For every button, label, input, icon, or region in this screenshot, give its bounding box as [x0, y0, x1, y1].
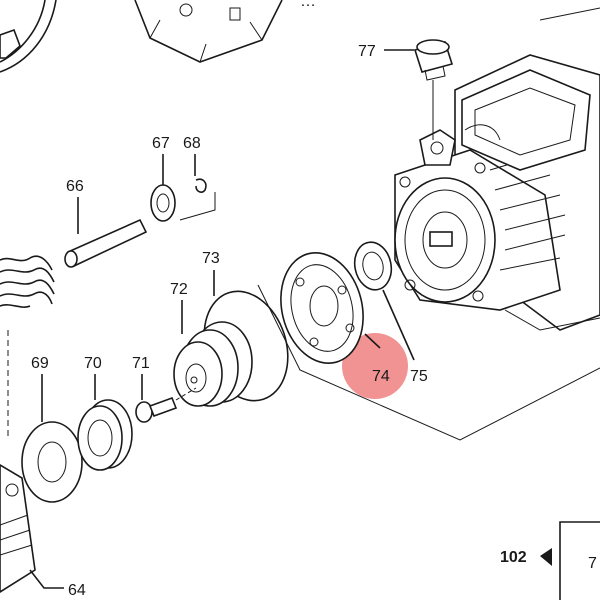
part-72-pulley: [173, 321, 253, 407]
label-69: 69: [31, 355, 49, 372]
label-77: 77: [358, 43, 376, 60]
label-68: 68: [183, 135, 201, 152]
hose-fragment: [0, 0, 57, 73]
part-64-housing: [0, 464, 36, 593]
part-67-bearing: [150, 184, 176, 222]
label-72: 72: [170, 281, 188, 298]
part-75-seal: [353, 241, 393, 291]
part-77-plug: [413, 39, 454, 140]
bracket-67-68: [179, 192, 216, 221]
part-74-bearing: [280, 252, 364, 364]
motor-housing: [394, 7, 600, 331]
label-70: 70: [84, 355, 102, 372]
label-73: 73: [202, 250, 220, 267]
leader-74: [364, 333, 381, 349]
part-74-highlight: [342, 333, 408, 399]
part-68-circlip: [195, 178, 207, 193]
box-102: [559, 521, 600, 600]
pointer-102-icon: [540, 548, 552, 566]
assembly-bracket: [257, 284, 600, 441]
part-70-nut: [77, 399, 133, 471]
part-69-washer: [21, 421, 83, 503]
label-75: 75: [410, 368, 428, 385]
spring: [0, 255, 55, 308]
label-71: 71: [132, 355, 150, 372]
label-64: 64: [68, 582, 86, 599]
label-102: 102: [500, 549, 527, 566]
partial-label-top: …: [300, 0, 316, 10]
partial-label-7: 7: [588, 555, 597, 572]
leader-64: [29, 569, 64, 589]
label-74: 74: [372, 368, 390, 385]
label-66: 66: [66, 178, 84, 195]
axis-line-71: [175, 387, 197, 401]
leader-75: [382, 289, 415, 361]
label-67: 67: [152, 135, 170, 152]
top-block-part: [134, 0, 283, 63]
part-66-pin: [64, 218, 148, 268]
part-71-screw: [135, 396, 178, 423]
